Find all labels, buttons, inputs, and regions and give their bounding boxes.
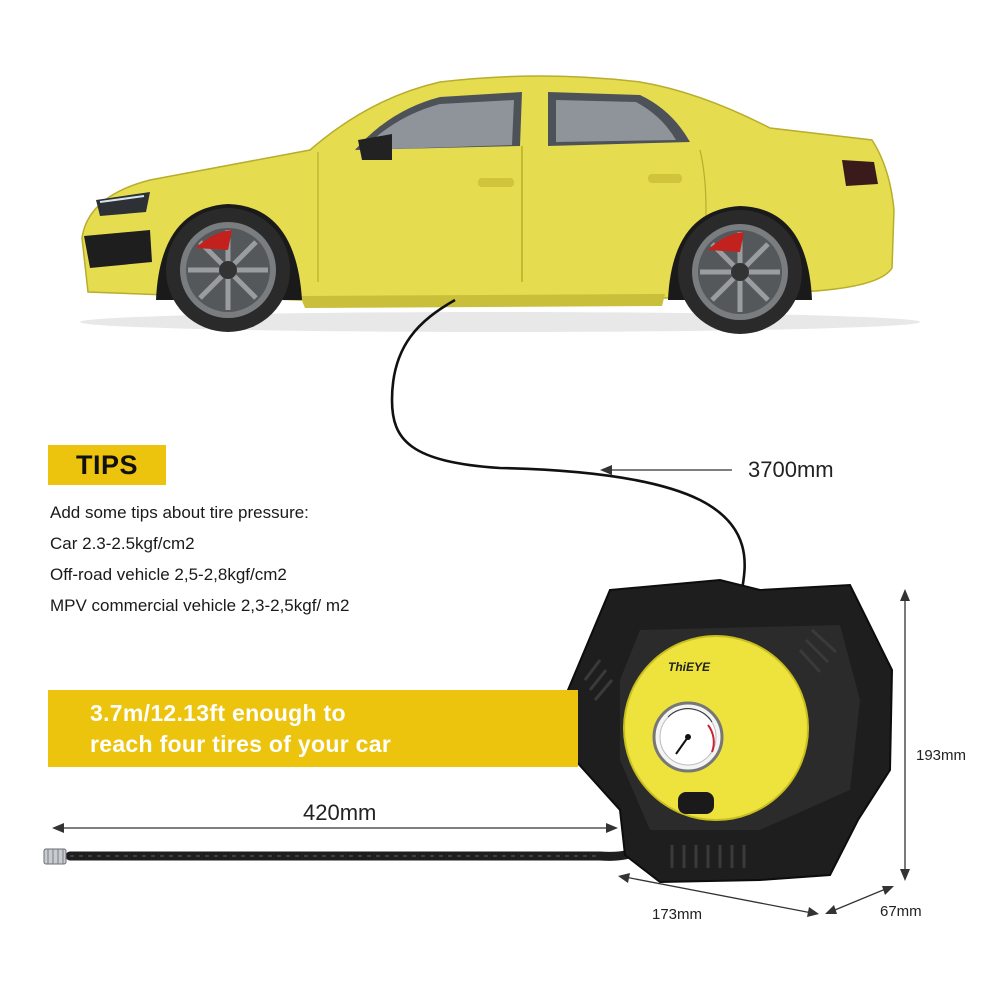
tip-car: Car 2.3-2.5kgf/cm2 [50, 534, 195, 553]
hose-length-arrow [52, 823, 618, 833]
tips-badge: TIPS [48, 445, 166, 485]
cable-length-label: 3700mm [748, 457, 834, 482]
brand-logo: ThiEYE [668, 660, 711, 674]
width-label: 173mm [652, 906, 703, 923]
tip-mpv: MPV commercial vehicle 2,3-2,5kgf/ m2 [50, 596, 350, 615]
reach-banner-line-1: 3.7m/12.13ft enough to [90, 700, 346, 726]
yellow-sedan [80, 75, 920, 334]
tips-list: Add some tips about tire pressure: Car 2… [50, 497, 570, 621]
air-hose [43, 843, 645, 865]
depth-arrow [825, 886, 894, 914]
depth-label: 67mm [880, 903, 922, 920]
power-cable [390, 298, 746, 591]
hose-length-label: 420mm [303, 800, 377, 825]
air-compressor [566, 578, 894, 884]
width-arrow [618, 873, 819, 917]
tips-intro: Add some tips about tire pressure: [50, 503, 309, 522]
height-label: 193mm [916, 747, 967, 764]
tip-offroad: Off-road vehicle 2,5-2,8kgf/cm2 [50, 565, 287, 584]
cable-length-arrow [600, 465, 732, 475]
height-arrow [900, 589, 910, 881]
reach-banner-line-2: reach four tires of your car [90, 731, 392, 757]
reach-banner: 3.7m/12.13ft enough to reach four tires … [48, 690, 578, 767]
